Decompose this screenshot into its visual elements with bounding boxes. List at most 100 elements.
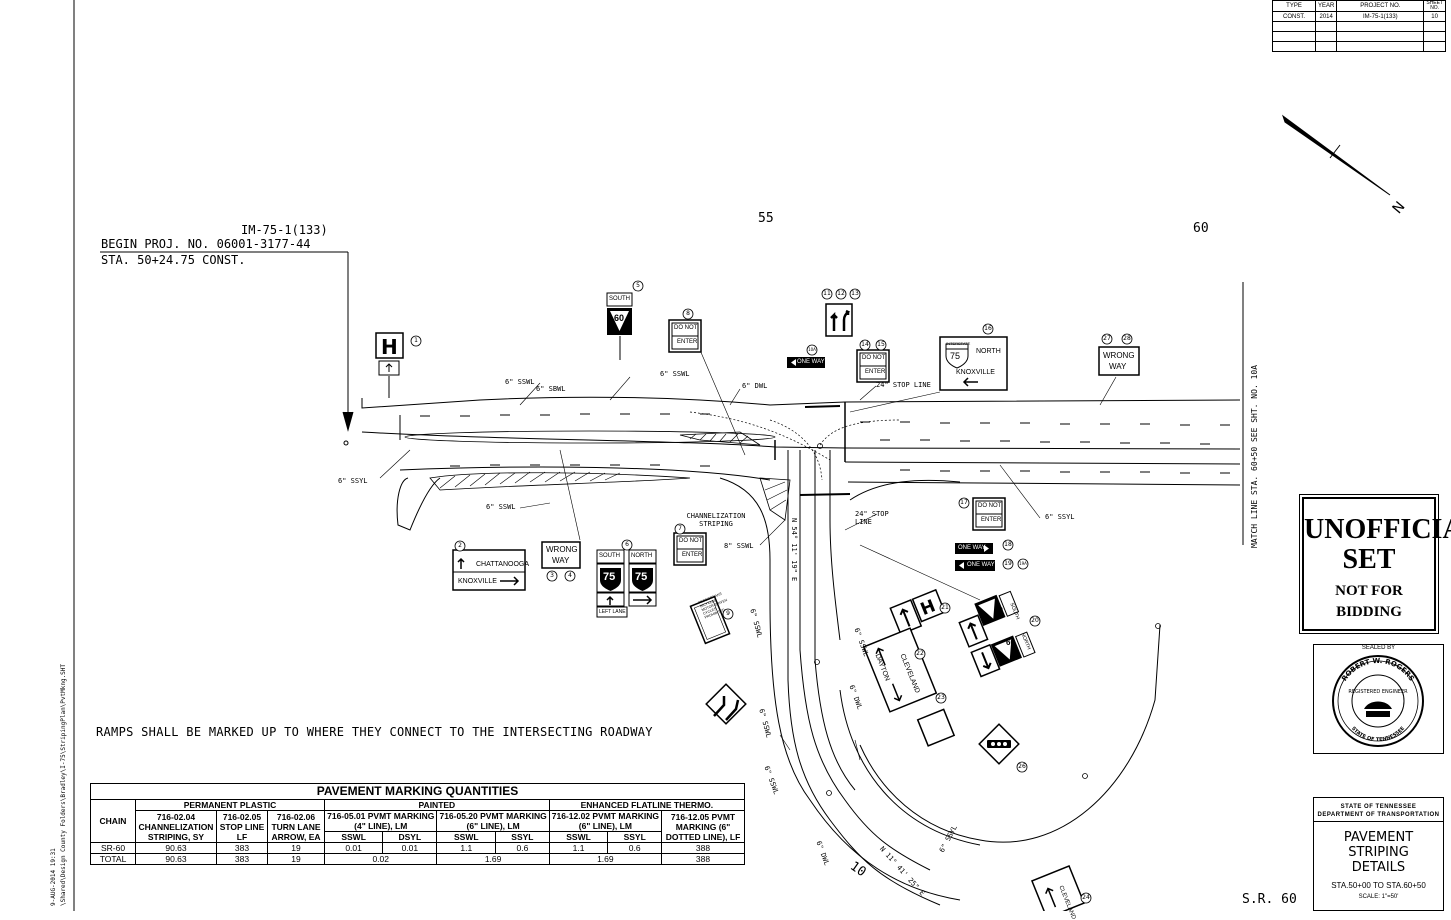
ramps — [396, 450, 1161, 906]
qty-cell: 90.63 — [135, 842, 217, 854]
qty-sub-sswl-2: SSWL — [436, 831, 497, 843]
scale: SCALE: 1"=50' — [1358, 894, 1399, 900]
sign-one-way-10a — [787, 357, 825, 368]
seal-name: ROBERT W. ROGERS — [1340, 657, 1415, 683]
sign-do-not-enter-7 — [673, 532, 707, 566]
qty-col-stop-line: 716-02.05 STOP LINE LF — [216, 810, 268, 843]
bearing-1: N 54° 11' 19" E — [790, 518, 798, 582]
qty-group-permanent: PERMANENT PLASTIC — [135, 799, 325, 811]
north-arrow-icon: N — [1282, 114, 1409, 217]
leader-lines — [379, 349, 1117, 761]
label-stop-line-1: 24" STOP LINE — [876, 381, 931, 389]
unofficial-line1: UNOFFICIAL — [1304, 514, 1451, 545]
label-stop-line-2: 24" STOP LINE — [855, 510, 889, 526]
qty-group-enhanced: ENHANCED FLATLINE THERMO. — [548, 799, 746, 811]
callout-number: 11 — [823, 290, 831, 297]
sheet-title-2: STRIPING — [1348, 845, 1409, 860]
sign-22-dayton-cleveland — [862, 627, 938, 713]
unofficial-line3: NOT FOR — [1335, 583, 1403, 599]
sign-chattanooga-guide — [452, 549, 526, 591]
sign-7-enter: ENTER — [682, 552, 703, 558]
qty-cell: 0.01 — [382, 842, 438, 854]
sign-20-route-n: 60 — [1006, 638, 1015, 647]
mainline-roadway — [361, 396, 1241, 486]
match-line-label: MATCH LINE STA. 60+50 SEE SHT. NO. 10A — [1250, 364, 1259, 548]
sign-6-left-lane: LEFT LANE — [599, 609, 626, 615]
sign-18-text: ONE WAY — [958, 545, 986, 551]
qty-cell: 1.69 — [436, 853, 550, 865]
qty-cell: 383 — [216, 842, 268, 854]
sign-h-1: H — [375, 332, 404, 398]
station-55: 55 — [758, 211, 774, 226]
unofficial-line2: SET — [1342, 544, 1396, 575]
sign-19-text: ONE WAY — [967, 562, 995, 568]
qty-col-channelization: 716-02.04 CHANNELIZATION STRIPING, SY — [135, 810, 217, 843]
callout-number: 23 — [937, 694, 945, 701]
sealed-by-label: SEALED BY — [1361, 645, 1396, 651]
sign-do-not-enter-17 — [972, 497, 1006, 531]
callout-number: 16 — [984, 325, 992, 332]
table-row: SR-60 90.63 383 19 0.01 0.01 1.1 0.6 1.1… — [90, 842, 745, 854]
svg-text:ROBERT W. ROGERS: ROBERT W. ROGERS — [1340, 657, 1415, 683]
qty-cell: 388 — [661, 842, 745, 854]
qty-cell: 90.63 — [135, 853, 217, 865]
sign-one-way-18 — [955, 543, 993, 554]
qty-sub-ssyl-1: SSYL — [495, 831, 550, 843]
callout-number: 10A — [808, 347, 816, 352]
median-island — [404, 430, 776, 444]
sign-10a-text: ONE WAY — [797, 359, 825, 365]
sheet-title-3: DETAILS — [1351, 860, 1406, 875]
pavement-marking-quantities-table: PAVEMENT MARKING QUANTITIES CHAIN PERMAN… — [90, 783, 746, 865]
tb-header-type: TYPE — [1272, 0, 1316, 12]
qty-col-6in-thermo: 716-12.02 PVMT MARKING (6" LINE), LM — [548, 810, 663, 832]
sign-9-prohibited — [689, 595, 731, 645]
tb-type: CONST. — [1272, 11, 1316, 22]
qty-cell: 0.6 — [607, 842, 662, 854]
state-name: STATE OF TENNESSEE — [1340, 804, 1417, 810]
stop-lines — [799, 405, 851, 496]
sign-6-route-s: 75 — [603, 571, 616, 583]
unofficial-set-stamp: UNOFFICIAL SET NOT FOR BIDDING — [1299, 494, 1451, 634]
tb-header-year: YEAR — [1314, 0, 1338, 12]
callout-number: 1 — [414, 337, 418, 344]
sign-27-wrong: WRONG — [1103, 351, 1135, 360]
sign-21-arrow-h: H — [889, 588, 946, 636]
sheet-title-1: PAVEMENT — [1343, 830, 1414, 845]
sign-do-not-enter-8 — [668, 319, 702, 353]
tb-header-project: PROJECT NO. — [1336, 0, 1425, 12]
sign-20-60-south-north — [958, 590, 1036, 678]
sign-knoxville-guide — [939, 336, 1008, 391]
sign-south-north-75 — [596, 549, 657, 618]
callout-number: 14 — [861, 341, 869, 348]
station-60: 60 — [1193, 221, 1209, 236]
callout-number: 4 — [568, 572, 572, 579]
callout-number: 18 — [1004, 541, 1012, 548]
callout-number: 26 — [1018, 763, 1026, 770]
qty-cell: 0.01 — [323, 842, 384, 854]
callout-number: 5 — [636, 282, 640, 289]
label-ssyl-2: 6" SSYL — [1045, 513, 1075, 521]
qty-sub-ssyl-2: SSYL — [607, 831, 662, 843]
tb-project: IM-75-1(133) — [1336, 11, 1425, 22]
callout-number: 2 — [458, 542, 462, 549]
sign-16-north: NORTH — [976, 348, 1001, 355]
callout-number: 20 — [1031, 617, 1039, 624]
svg-text:N: N — [1390, 199, 1409, 217]
qty-group-painted: PAINTED — [324, 799, 550, 811]
sign-8-do-not: DO NOT — [674, 325, 698, 331]
callout-number: 28 — [1123, 335, 1131, 342]
station-range: STA.50+00 TO STA.60+50 — [1331, 881, 1426, 890]
route-label: S.R. 60 — [1242, 892, 1297, 907]
label-8in-sswl: 8" SSWL — [724, 542, 754, 550]
traffic-signal-ahead-sign-icon — [978, 723, 1020, 765]
callout-number: 6 — [625, 541, 629, 548]
label-sswl-3: 6" SSWL — [486, 503, 516, 511]
sign-5-route: 60 — [614, 313, 625, 323]
seal-role: REGISTERED ENGINEER — [1348, 689, 1408, 695]
sign-14-enter: ENTER — [865, 369, 886, 375]
title-block-table: TYPE YEAR PROJECT NO. SHEET NO. CONST. 2… — [1272, 0, 1446, 52]
callout-number: 13 — [851, 290, 859, 297]
callout-number: 3 — [550, 572, 554, 579]
sign-6-south: SOUTH — [599, 553, 620, 559]
sign-7-do-not: DO NOT — [679, 538, 703, 544]
